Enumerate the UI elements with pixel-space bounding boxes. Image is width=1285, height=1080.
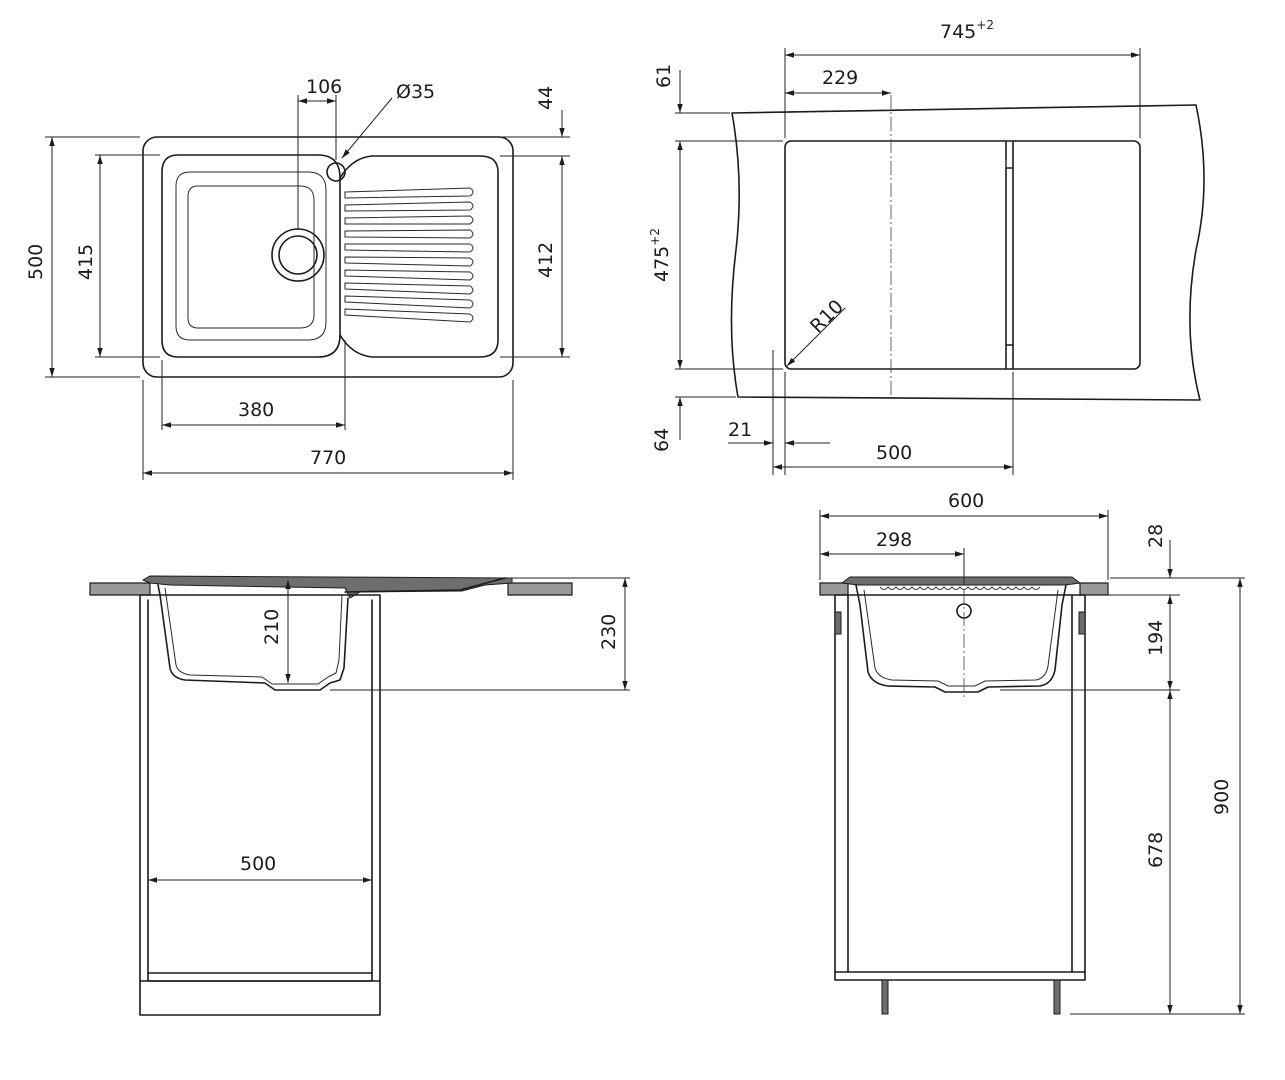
dim-500-cutout: 500 (876, 442, 912, 464)
cabinet-outline (139, 594, 381, 1016)
dim-230: 230 (598, 614, 620, 650)
bowl-outline (161, 154, 341, 358)
dim-hole-diameter: Ø35 (396, 81, 435, 103)
dim-28: 28 (1145, 524, 1167, 548)
bowl-floor (187, 185, 315, 329)
dim-475: 475+2 (648, 228, 673, 282)
dim-412: 412 (535, 242, 557, 278)
side-view: 210 230 500 (89, 575, 630, 1016)
front-rim (840, 576, 1082, 586)
dim-106: 106 (306, 76, 342, 98)
bowl-profile (157, 584, 349, 691)
dim-r10: R10 (806, 296, 848, 338)
dim-21: 21 (728, 419, 752, 441)
dim-500: 500 (25, 244, 47, 280)
front-cabinet-outline (834, 594, 1086, 981)
dim-229: 229 (822, 67, 858, 89)
dim-900: 900 (1211, 779, 1233, 815)
drainboard-grooves (344, 187, 474, 323)
sink-outline (142, 136, 514, 378)
countertop-left (89, 582, 151, 596)
dim-194: 194 (1145, 620, 1167, 656)
dim-770: 770 (310, 447, 346, 469)
dim-415: 415 (75, 244, 97, 280)
countertop-front-right (1079, 582, 1109, 596)
top-view: 106 Ø35 44 500 415 412 380 770 (25, 76, 570, 480)
cabinet-leg-right (1053, 979, 1061, 1015)
drain-inner (278, 235, 318, 275)
cutout-view: 745+2 229 61 475+2 R10 64 21 500 (648, 18, 1205, 475)
cabinet-leg-left (881, 979, 889, 1015)
tap-hole (326, 162, 346, 182)
dim-600: 600 (948, 490, 984, 512)
dim-298: 298 (876, 529, 912, 551)
cutout-outline (784, 140, 1141, 370)
countertop-right (507, 582, 573, 596)
bowl-inner (175, 171, 327, 341)
dim-210: 210 (261, 609, 283, 645)
dim-380: 380 (238, 399, 274, 421)
front-bowl-profile (855, 584, 1067, 693)
countertop-front-left (819, 582, 849, 596)
dim-500-cabinet: 500 (240, 853, 276, 875)
countertop-outline (730, 104, 1205, 401)
dim-678: 678 (1145, 832, 1167, 868)
dim-64: 64 (651, 428, 673, 452)
dim-745: 745+2 (940, 18, 994, 43)
front-view: 600 298 28 194 900 678 (819, 490, 1245, 1015)
drainboard-outline (339, 155, 499, 358)
dim-44: 44 (535, 86, 557, 110)
dim-61: 61 (653, 64, 675, 88)
